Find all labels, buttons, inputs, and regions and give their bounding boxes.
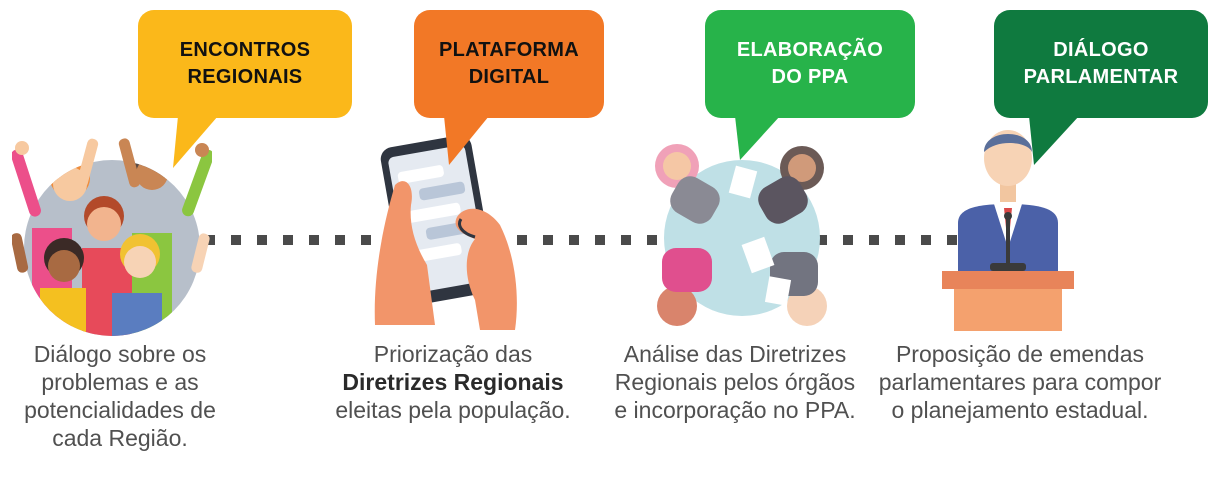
speaker-podium-icon: [942, 130, 1074, 331]
step-bubble-dialogo-parlamentar: DIÁLOGO PARLAMENTAR: [994, 10, 1208, 165]
step-bubble-encontros-regionais: ENCONTROS REGIONAIS: [138, 10, 352, 168]
step-title: DIÁLOGO PARLAMENTAR: [1023, 39, 1179, 88]
caption-text: Priorização das: [373, 341, 533, 367]
meeting-table-icon: [655, 144, 827, 326]
step-caption: Priorização das Diretrizes Regionais ele…: [318, 340, 588, 424]
step-title: PLATAFORMA DIGITAL: [438, 39, 579, 88]
caption-highlight: Diretrizes Regionais: [342, 369, 564, 395]
step-caption: Análise das Diretrizes Regionais pelos ó…: [614, 341, 856, 423]
timeline-dotted-line: [205, 235, 957, 245]
step-caption: Proposição de emendas parlamentares para…: [878, 341, 1162, 423]
crowd-icon: [12, 138, 212, 336]
step-bubble-plataforma-digital: PLATAFORMA DIGITAL: [414, 10, 604, 165]
step-title: ELABORAÇÃO DO PPA: [736, 39, 884, 88]
step-title: ENCONTROS REGIONAIS: [179, 39, 311, 88]
caption-text: eleitas pela população.: [335, 397, 571, 423]
smartphone-icon: [374, 135, 517, 330]
step-bubble-elaboracao-do-ppa: ELABORAÇÃO DO PPA: [705, 10, 915, 160]
step-caption: Diálogo sobre os problemas e as potencia…: [24, 341, 216, 451]
